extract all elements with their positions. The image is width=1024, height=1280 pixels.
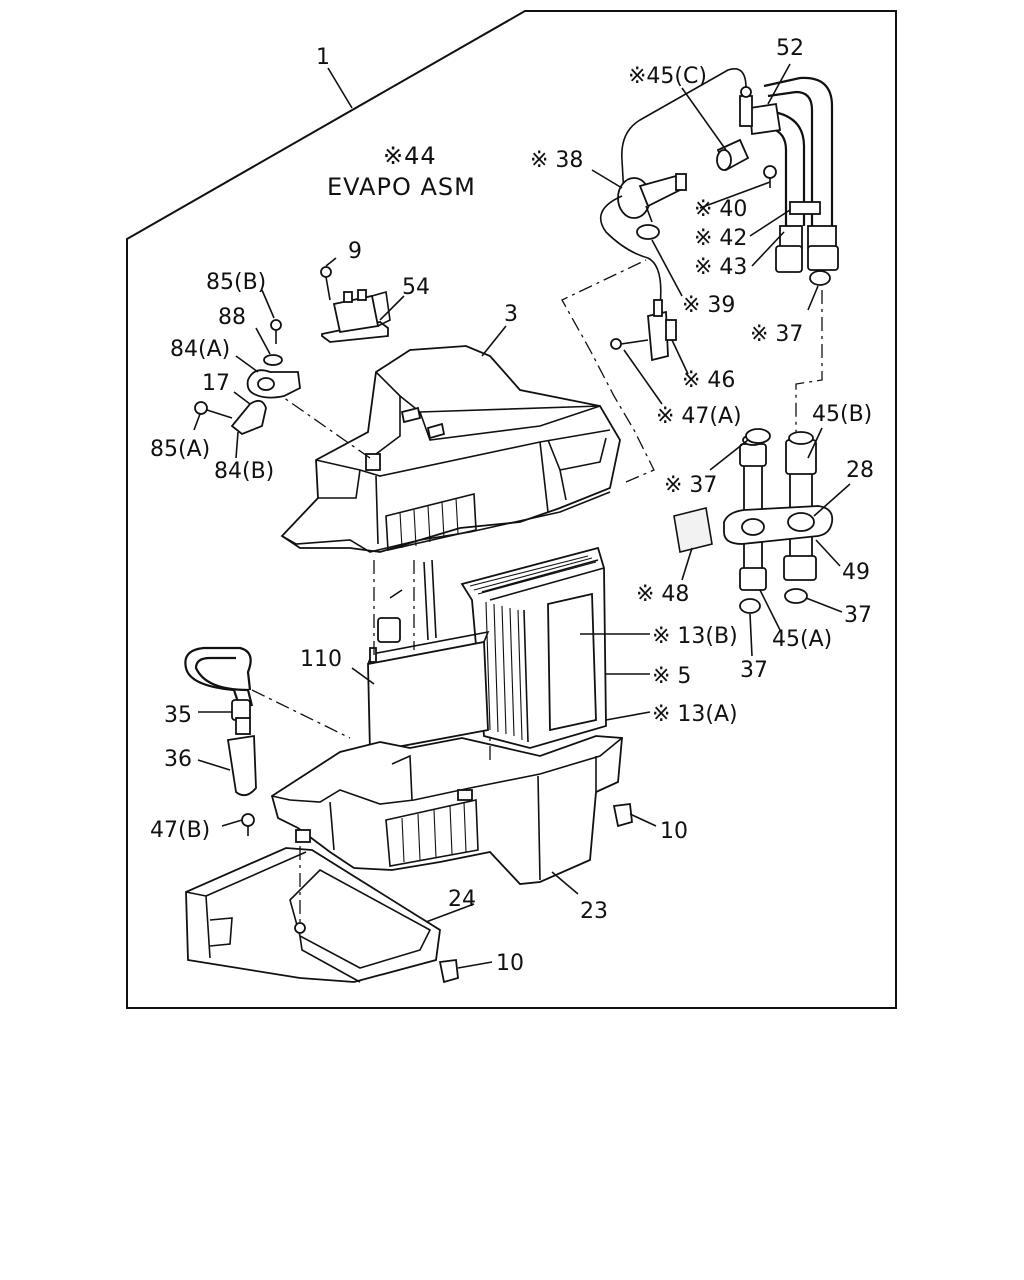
label-10-lower: 10 (496, 951, 524, 976)
o-ring-37-upper (809, 270, 831, 286)
label-37-mid: ※ 37 (664, 473, 717, 498)
link-line-clamp (269, 387, 371, 459)
insulator-48 (673, 507, 713, 553)
lower-case-23 (270, 735, 623, 885)
label-36: 36 (164, 747, 192, 772)
label-35: 35 (164, 703, 192, 728)
label-88: 88 (218, 305, 246, 330)
label-40: ※ 40 (694, 197, 747, 222)
leader-line-1 (327, 67, 353, 109)
screw-47b (241, 813, 255, 836)
label-38: ※ 38 (530, 148, 583, 173)
part-labels: 52 ※45(C) ※ 38 ※ 40 ※ 42 ※ 43 9 85(B) 54… (150, 36, 874, 976)
label-49: 49 (842, 560, 870, 585)
label-85b: 85(B) (206, 270, 266, 295)
label-84a: 84(A) (170, 337, 230, 362)
label-3: 3 (504, 302, 518, 327)
assembly-boundary (126, 10, 897, 1009)
label-24: 24 (448, 887, 476, 912)
label-13b: ※ 13(B) (652, 624, 738, 649)
label-45c: ※45(C) (628, 64, 707, 89)
label-54: 54 (402, 275, 430, 300)
label-84b: 84(B) (214, 459, 274, 484)
label-10-right: 10 (660, 819, 688, 844)
drain-hose-35 (184, 646, 257, 797)
label-39: ※ 39 (682, 293, 735, 318)
label-5: ※ 5 (652, 664, 691, 689)
label-45a: 45(A) (772, 627, 832, 652)
label-9: 9 (348, 239, 362, 264)
upper-case-3 (280, 345, 621, 553)
thermo-sensor-46 (610, 299, 677, 362)
plate-110 (367, 630, 490, 754)
label-52: 52 (776, 36, 804, 61)
label-110: 110 (300, 647, 342, 672)
inner-ducting (377, 559, 437, 643)
expansion-valve-38 (599, 173, 687, 307)
evaporator-core-5 (460, 546, 607, 749)
label-23: 23 (580, 899, 608, 924)
label-85a: 85(A) (150, 437, 210, 462)
bracket-24 (185, 846, 441, 983)
clip-10-lower (438, 958, 459, 984)
label-47a: ※ 47(A) (656, 404, 742, 429)
label-43: ※ 43 (694, 255, 747, 280)
resistor-54 (320, 266, 391, 343)
label-37-right: 37 (844, 603, 872, 628)
label-47b: 47(B) (150, 818, 210, 843)
clamp-bracket-84b (194, 399, 267, 436)
label-42: ※ 42 (694, 226, 747, 251)
label-17: 17 (202, 371, 230, 396)
clip-10-right (612, 802, 633, 828)
pipe-assembly-52 (621, 68, 839, 273)
label-37-lower: 37 (740, 658, 768, 683)
pipe-assembly-28 (723, 428, 834, 614)
label-13a: ※ 13(A) (652, 702, 738, 727)
label-46: ※ 46 (682, 368, 735, 393)
link-line-center (561, 259, 655, 483)
link-line-upper-right (795, 290, 823, 440)
clamp-bracket-84a (246, 319, 301, 399)
label-45b: 45(B) (812, 402, 872, 427)
assembly-code: ※44 (383, 142, 437, 170)
link-line-drain (251, 689, 351, 739)
leader-lines (193, 63, 851, 969)
assembly-callout-number: 1 (316, 45, 330, 70)
label-28: 28 (846, 458, 874, 483)
label-48: ※ 48 (636, 582, 689, 607)
label-37-upper: ※ 37 (750, 322, 803, 347)
assembly-name: EVAPO ASM (327, 173, 476, 201)
